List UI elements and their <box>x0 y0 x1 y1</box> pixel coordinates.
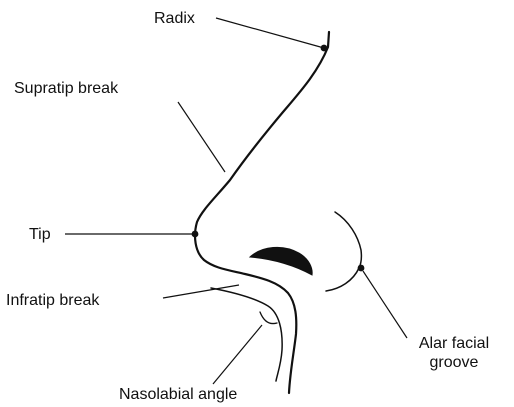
alar-facial-groove-point <box>358 265 365 272</box>
nostril-shape <box>250 247 312 275</box>
nasolabial-angle-label: Nasolabial angle <box>119 385 237 404</box>
alar-facial-groove-label: Alar facial groove <box>404 334 504 372</box>
tip-label: Tip <box>29 225 51 244</box>
tip-point <box>192 231 199 238</box>
radix-label: Radix <box>154 9 195 28</box>
alar-groove-lower-arc <box>326 268 359 291</box>
upper-lip-line <box>211 288 282 381</box>
alar-facial-groove-label-line2: groove <box>404 353 504 372</box>
radix-point <box>321 45 328 52</box>
alar-groove-upper-arc <box>335 212 361 268</box>
supratip-break-label: Supratip break <box>14 79 118 98</box>
nasolabial-angle-arc <box>260 312 277 324</box>
nose-profile-outline <box>195 32 329 393</box>
supratip-leader-line <box>178 102 225 172</box>
infratip-break-label: Infratip break <box>6 291 99 310</box>
radix-leader-line <box>216 18 324 48</box>
alar-facial-groove-label-line1: Alar facial <box>404 334 504 353</box>
alar-leader-line <box>363 271 407 338</box>
nasolabial-leader-line <box>213 325 262 384</box>
